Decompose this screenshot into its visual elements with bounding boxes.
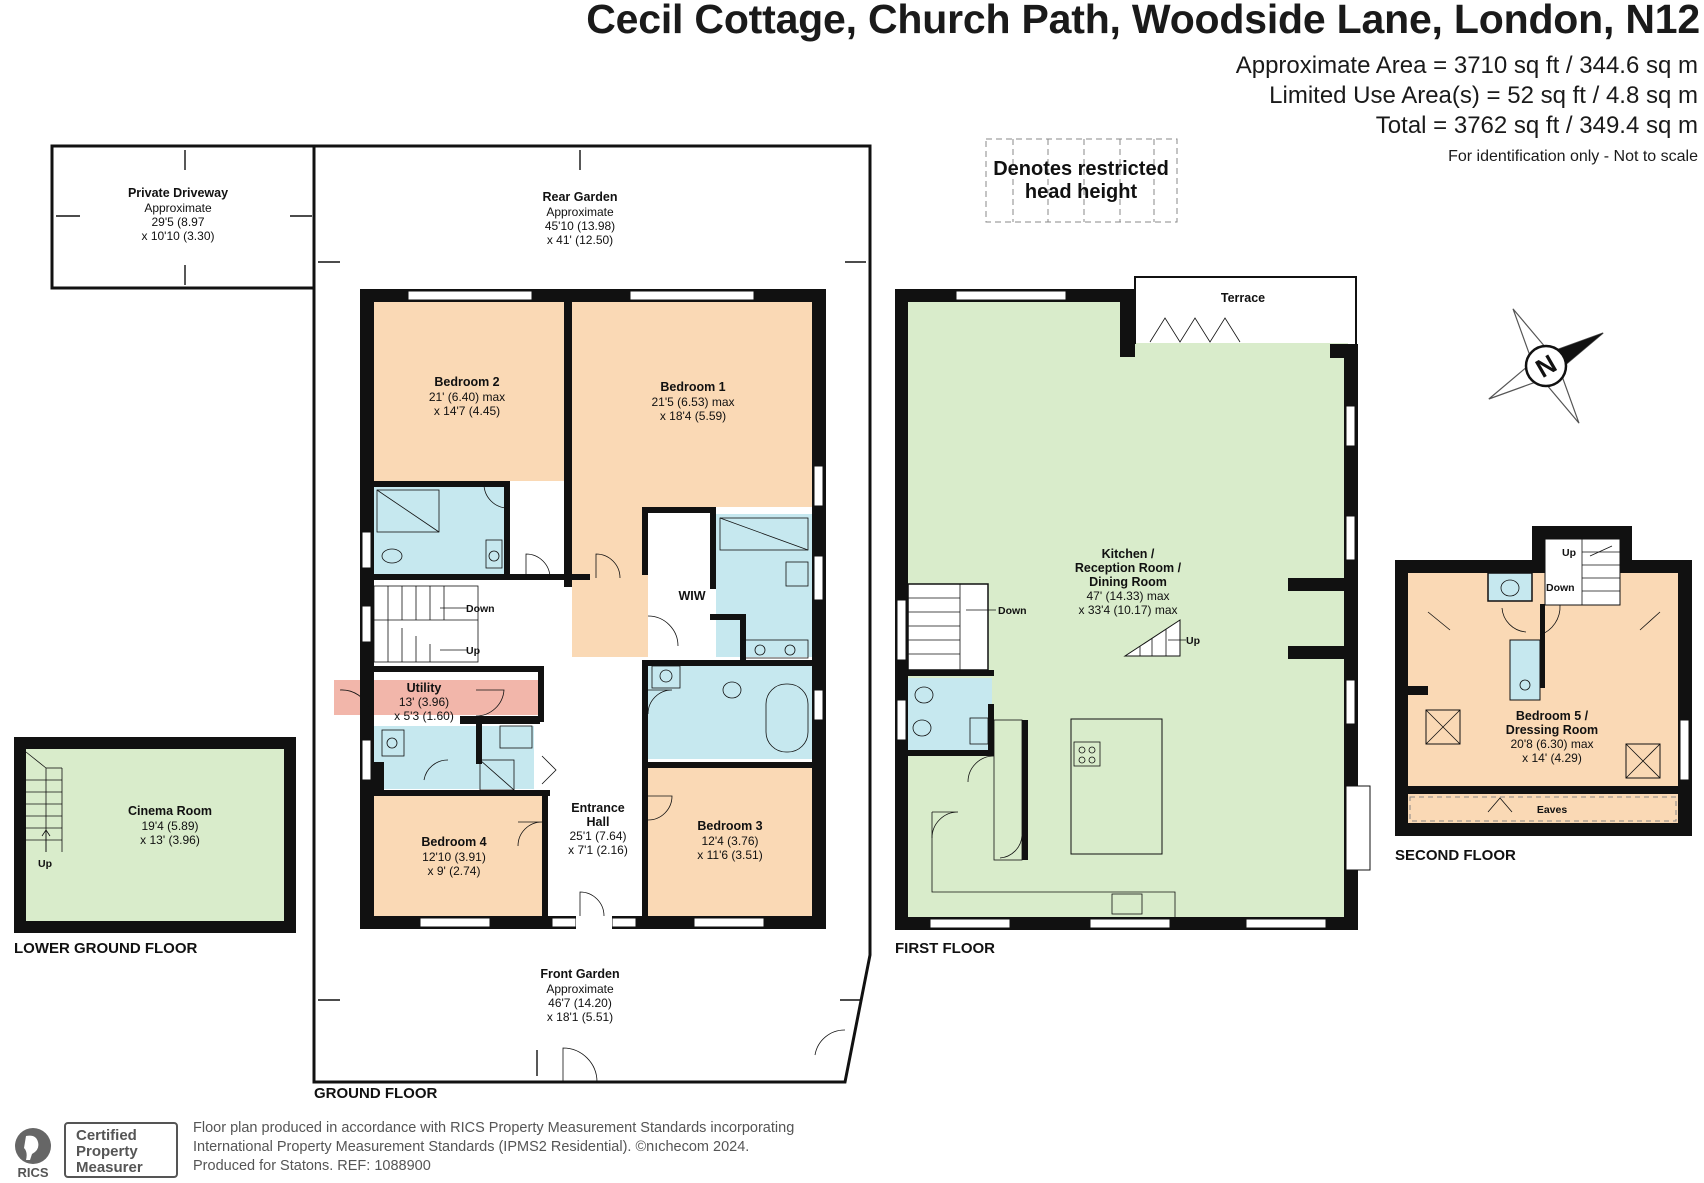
bedroom3-line-3: x 11'6 (3.51) — [697, 848, 762, 862]
cinema-line-2: 19'4 (5.89) — [142, 819, 199, 833]
lower-ground-floor-plan: Up Cinema Room 19'4 (5.89) x 13' (3.96) — [14, 737, 296, 933]
badge-line-2: Property — [76, 1143, 138, 1160]
footer-line-3: Produced for Statons. REF: 1088900 — [193, 1158, 431, 1174]
bedroom2-line-2: 21' (6.40) max — [429, 390, 505, 404]
identification-note: For identification only - Not to scale — [1448, 148, 1698, 165]
entrance-line-2: 25'1 (7.64) — [570, 829, 627, 843]
second-floor-plan: Up Down Eaves Bedroom 5 / Dressing Room … — [1395, 526, 1692, 836]
front-garden-line-2: Approximate — [546, 982, 614, 996]
legend-line-1: Denotes restricted — [993, 158, 1169, 180]
first-stairs-down: Down — [998, 605, 1027, 617]
rics-text: RICS — [17, 1165, 48, 1180]
bedroom3-label: Bedroom 3 — [697, 819, 762, 833]
utility-line-3: x 5'3 (1.60) — [394, 709, 454, 723]
kitchen-label-3: Dining Room — [1089, 575, 1167, 589]
wiw-label: WIW — [678, 589, 705, 603]
badge-line-1: Certified — [76, 1127, 137, 1144]
compass-icon: N — [1488, 308, 1604, 424]
approximate-area: Approximate Area = 3710 sq ft / 344.6 sq… — [1235, 52, 1698, 79]
rear-garden-line-4: x 41' (12.50) — [547, 233, 613, 247]
bedroom1-line-2: 21'5 (6.53) max — [652, 395, 735, 409]
utility-label: Utility — [407, 681, 442, 695]
rics-logo: RICS — [15, 1128, 51, 1180]
kitchen-label-2: Reception Room / — [1075, 561, 1182, 575]
bedroom5-line-3: x 14' (4.29) — [1522, 751, 1582, 765]
second-floor-label: SECOND FLOOR — [1395, 847, 1516, 864]
lower-ground-floor-label: LOWER GROUND FLOOR — [14, 940, 197, 957]
lower-stairs-up: Up — [38, 858, 52, 870]
footer-line-2: International Property Measurement Stand… — [193, 1139, 750, 1155]
private-driveway: Private Driveway Approximate 29'5 (8.97 … — [50, 144, 316, 290]
limited-use-area: Limited Use Area(s) = 52 sq ft / 4.8 sq … — [1269, 82, 1698, 109]
bedroom5-label-2: Dressing Room — [1506, 723, 1598, 737]
entrance-label-2: Hall — [587, 815, 610, 829]
legend-line-2: head height — [1025, 181, 1138, 203]
ground-stairs-up: Up — [466, 645, 480, 657]
badge-line-3: Measurer — [76, 1159, 143, 1176]
bedroom3-line-2: 12'4 (3.76) — [702, 834, 759, 848]
garden-boundary: Rear Garden Approximate 45'10 (13.98) x … — [312, 144, 872, 1084]
footer-text: Floor plan produced in accordance with R… — [193, 1119, 794, 1176]
bedroom2-label: Bedroom 2 — [434, 375, 499, 389]
kitchen-line-2: 47' (14.33) max — [1087, 589, 1170, 603]
ground-stairs-down: Down — [466, 603, 495, 615]
cinema-line-3: x 13' (3.96) — [140, 833, 200, 847]
driveway-line-3: 29'5 (8.97 — [152, 215, 205, 229]
ground-floor-label: GROUND FLOOR — [314, 1085, 437, 1102]
terrace-label: Terrace — [1221, 291, 1265, 305]
second-stairs-down: Down — [1546, 582, 1575, 594]
bedroom5-label: Bedroom 5 / — [1516, 709, 1589, 723]
driveway-line-4: x 10'10 (3.30) — [141, 229, 214, 243]
kitchen-line-3: x 33'4 (10.17) max — [1078, 603, 1177, 617]
first-stairs-up: Up — [1186, 635, 1200, 647]
restricted-height-legend: Denotes restricted head height — [985, 138, 1178, 223]
certified-measurer-badge: Certified Property Measurer — [64, 1122, 178, 1178]
first-floor-plan: Terrace Down Up — [895, 276, 1371, 930]
first-floor-label: FIRST FLOOR — [895, 940, 995, 957]
entrance-label: Entrance — [571, 801, 625, 815]
rear-garden-label: Rear Garden — [542, 190, 617, 204]
bedroom4-line-2: 12'10 (3.91) — [422, 850, 486, 864]
front-garden-line-3: 46'7 (14.20) — [548, 996, 612, 1010]
driveway-label: Private Driveway — [128, 186, 228, 200]
footer-line-1: Floor plan produced in accordance with R… — [193, 1120, 795, 1136]
cinema-label: Cinema Room — [128, 804, 212, 818]
page-title: Cecil Cottage, Church Path, Woodside Lan… — [586, 0, 1700, 42]
entrance-line-3: x 7'1 (2.16) — [568, 843, 628, 857]
kitchen-label: Kitchen / — [1102, 547, 1155, 561]
bedroom4-label: Bedroom 4 — [421, 835, 486, 849]
front-garden-line-4: x 18'1 (5.51) — [547, 1010, 613, 1024]
front-garden-label: Front Garden — [540, 967, 619, 981]
bedroom1-label: Bedroom 1 — [660, 380, 725, 394]
utility-line-2: 13' (3.96) — [399, 695, 449, 709]
driveway-line-2: Approximate — [144, 201, 212, 215]
rear-garden-line-3: 45'10 (13.98) — [545, 219, 615, 233]
bedroom2-line-3: x 14'7 (4.45) — [434, 404, 500, 418]
rear-garden-line-2: Approximate — [546, 205, 614, 219]
second-stairs-up: Up — [1562, 547, 1576, 559]
bedroom5-line-2: 20'8 (6.30) max — [1511, 737, 1594, 751]
bedroom1-line-3: x 18'4 (5.59) — [660, 409, 726, 423]
ground-floor-plan: Down Up Bedroom 2 21' (6.40) max x 14'7 … — [334, 289, 826, 929]
eaves-label: Eaves — [1537, 804, 1568, 816]
bedroom4-line-3: x 9' (2.74) — [428, 864, 481, 878]
total-area: Total = 3762 sq ft / 349.4 sq m — [1375, 112, 1698, 139]
